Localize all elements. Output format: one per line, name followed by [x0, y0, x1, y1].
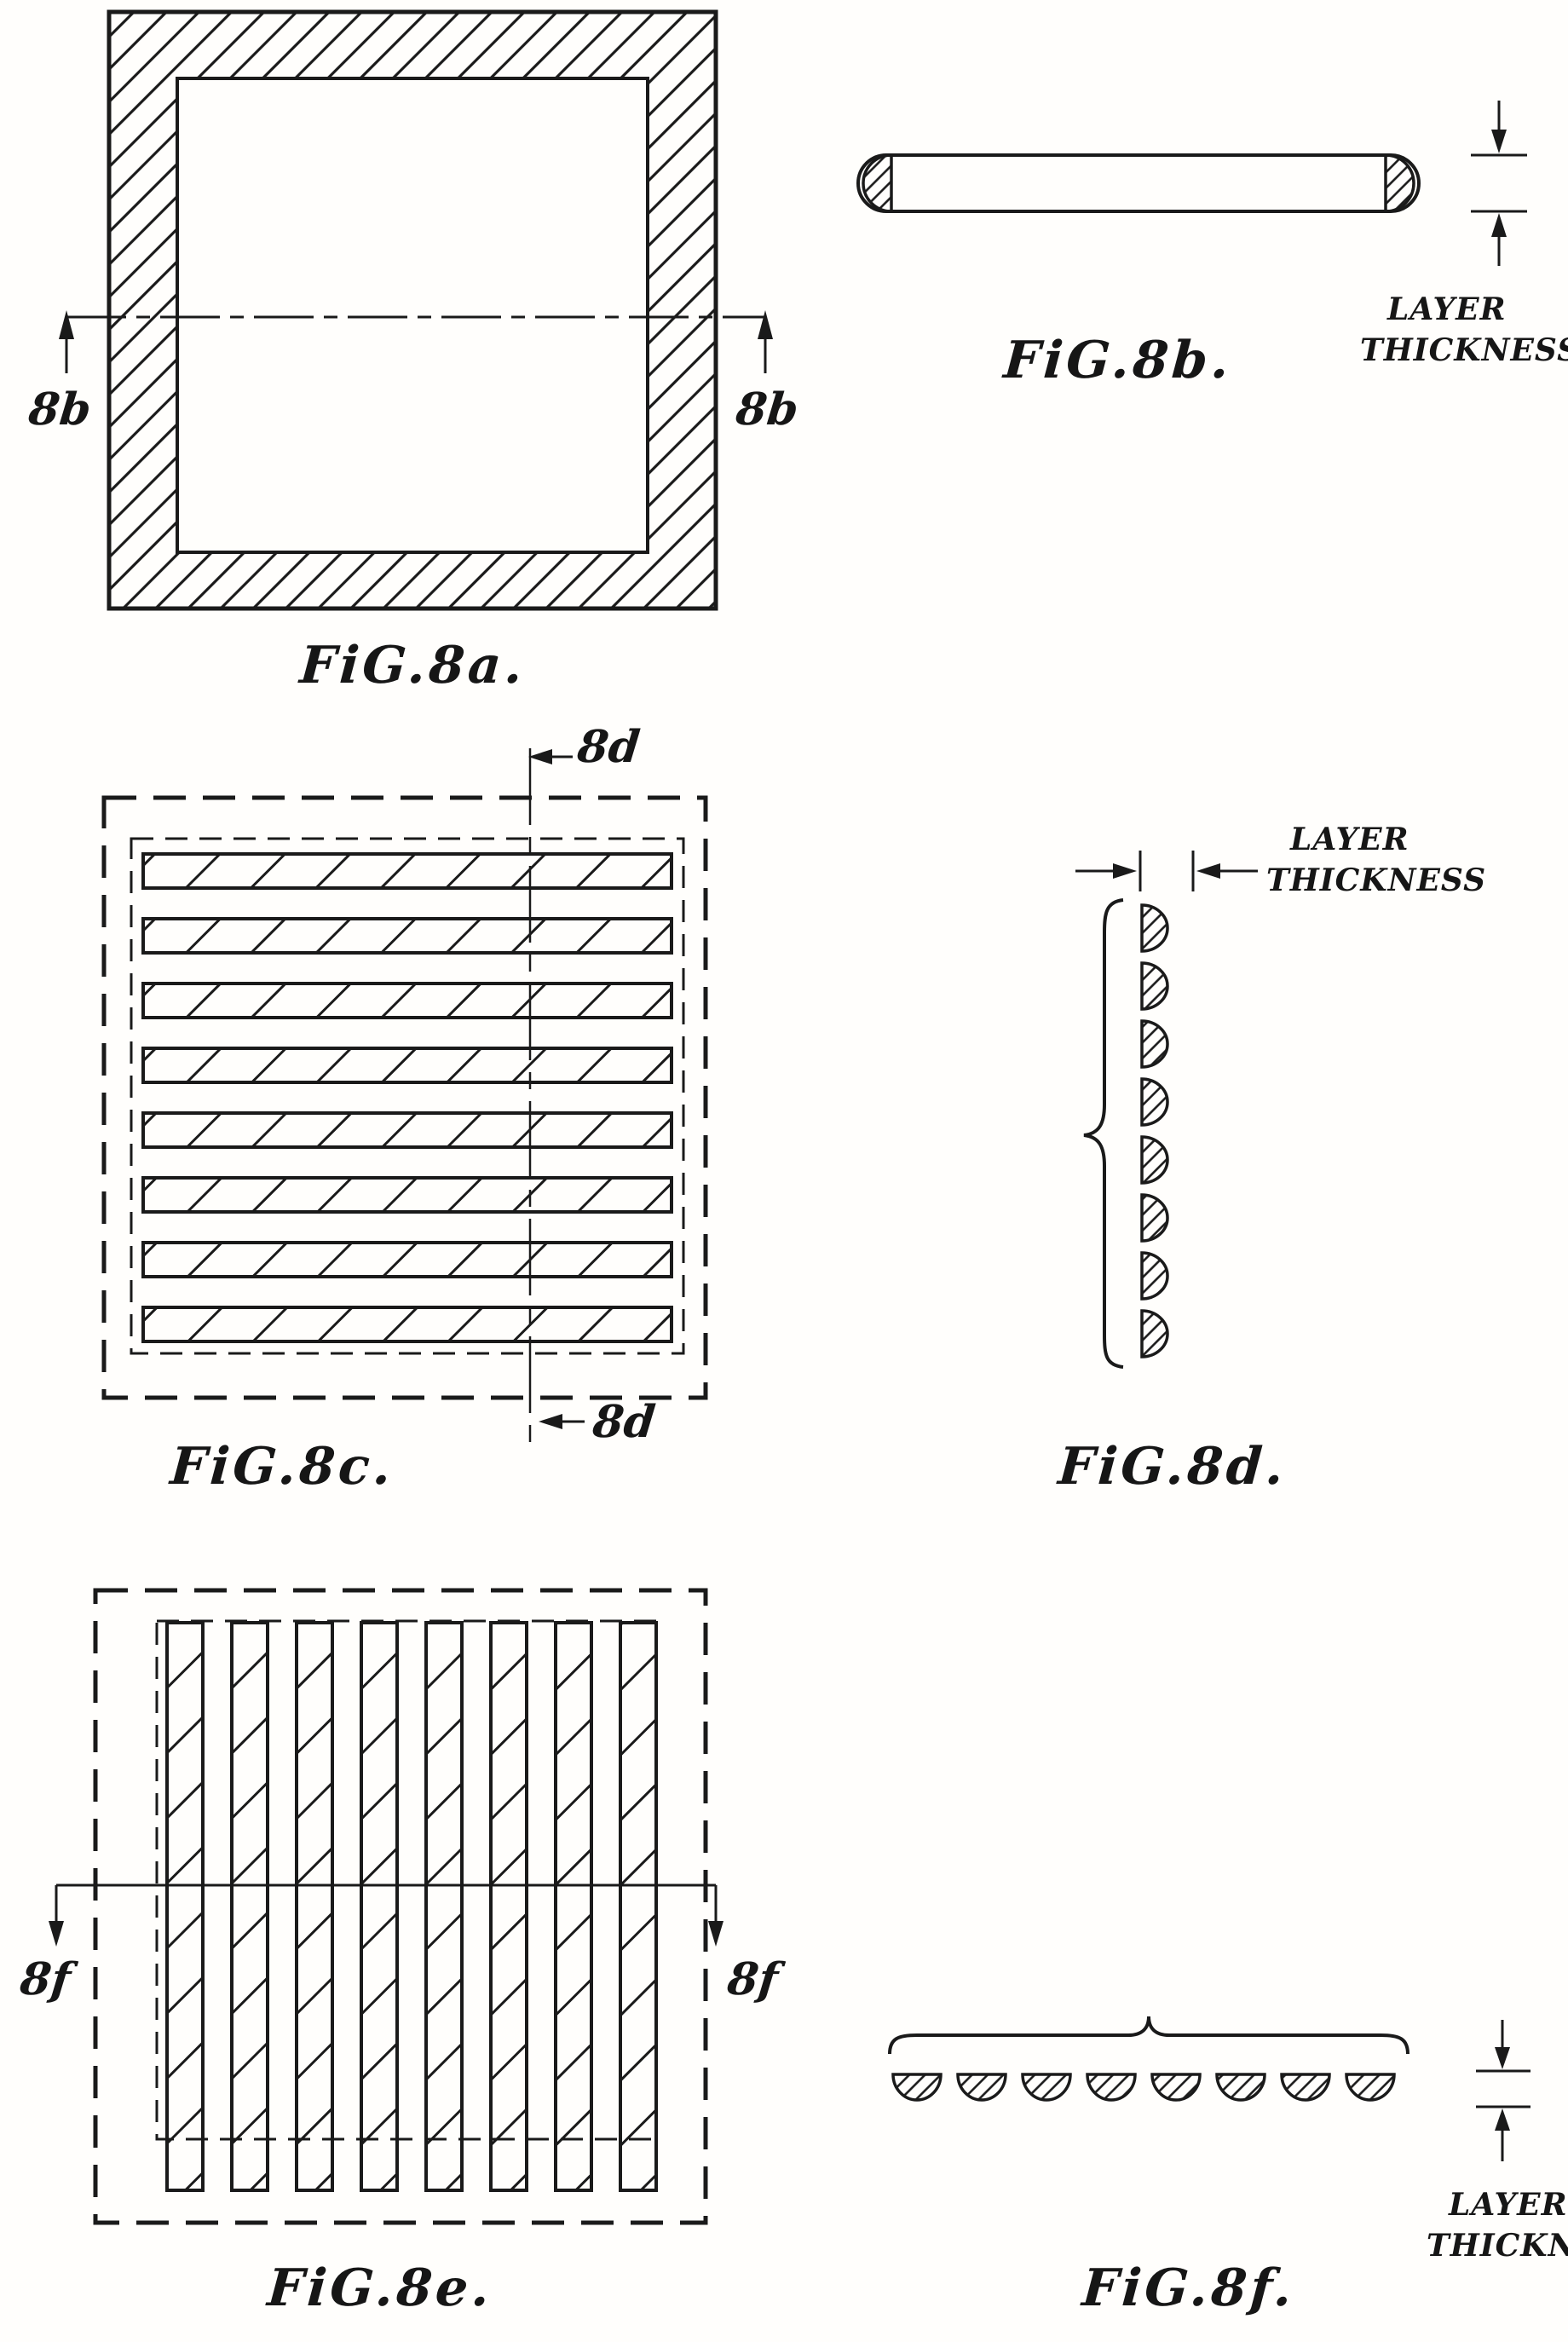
- fig8d-annotation-thickness: THICKNESS: [1266, 862, 1487, 898]
- layer-stripe: [141, 1176, 673, 1214]
- fig8c-section-label-top: 8d: [574, 721, 643, 773]
- fig8d-annotation-layer: LAYER: [1290, 822, 1409, 857]
- layer-stripe: [141, 1111, 673, 1149]
- fig8e-section-arrowhead-right: [708, 1921, 723, 1947]
- layer-bead: [1140, 1019, 1169, 1069]
- fig8c-outer-dashed-boundary: [101, 795, 708, 1400]
- layer-bead: [1021, 2073, 1072, 2102]
- fig8a-section-arrowhead-right: [758, 310, 773, 339]
- fig8c-section-arrowhead-top: [528, 749, 552, 764]
- fig8e-section-label-left: 8f: [17, 1953, 73, 2005]
- layer-bead: [891, 2073, 943, 2102]
- layer-bead: [1140, 903, 1169, 953]
- fig8b-hatched-end-left: [862, 153, 893, 213]
- layer-bead: [1140, 1193, 1169, 1243]
- layer-bead: [956, 2073, 1007, 2102]
- fig8d-dim-arrowhead-right: [1113, 863, 1137, 879]
- fig8c-drawing: [101, 748, 708, 1451]
- fig8d-dim-arrowhead-left: [1196, 863, 1220, 879]
- layer-bead: [1215, 2073, 1266, 2102]
- fig8b-dim-arrowhead-down: [1491, 130, 1507, 153]
- layer-bead: [1345, 2073, 1396, 2102]
- fig8f-row-brace: [888, 2016, 1409, 2055]
- fig8c-inner-dashed-boundary: [130, 837, 685, 1355]
- fig8a-frame-opening: [176, 77, 649, 554]
- fig8d-caption: FiG.8d.: [1056, 1437, 1289, 1497]
- fig8c-layer-stripes: [141, 852, 673, 1343]
- layer-stripe: [141, 982, 673, 1019]
- fig8b-annotation-thickness: THICKNESS: [1360, 332, 1568, 368]
- fig8c-caption: FiG.8c.: [168, 1437, 397, 1497]
- fig8b-drawing: [856, 101, 1527, 266]
- fig8c-section-label-bottom: 8d: [590, 1396, 658, 1448]
- fig8f-annotation-layer: LAYER: [1449, 2187, 1568, 2223]
- fig8a-drawing: [59, 9, 773, 611]
- fig8f-drawing: [888, 2016, 1531, 2161]
- fig8e-caption: FiG.8e.: [265, 2258, 495, 2318]
- layer-stripe: [360, 1621, 399, 2192]
- fig8e-section-label-right: 8f: [724, 1953, 781, 2005]
- fig8b-hatched-end-right: [1384, 153, 1415, 213]
- fig8a-caption: FiG.8a.: [297, 636, 528, 695]
- layer-bead: [1280, 2073, 1331, 2102]
- layer-stripe: [424, 1621, 464, 2192]
- fig8f-caption: FiG.8f.: [1080, 2258, 1298, 2318]
- fig8e-drawing: [49, 1588, 723, 2225]
- fig8d-layer-beads: [1140, 903, 1169, 1358]
- fig8f-layer-beads: [891, 2073, 1396, 2102]
- fig8e-outer-dashed-boundary: [93, 1588, 708, 2225]
- fig8b-layer-outline: [856, 153, 1421, 213]
- fig8a-section-arrowhead-left: [59, 310, 74, 339]
- fig8b-caption: FiG.8b.: [1001, 331, 1235, 390]
- layer-bead: [1140, 961, 1169, 1011]
- layer-bead: [1140, 1135, 1169, 1185]
- fig8f-annotation-thickness: THICKNESS: [1427, 2228, 1568, 2264]
- layer-bead: [1086, 2073, 1137, 2102]
- fig8b-dim-arrowhead-up: [1491, 213, 1507, 237]
- layer-bead: [1140, 1309, 1169, 1358]
- layer-bead: [1140, 1077, 1169, 1127]
- fig8a-section-label-right: 8b: [733, 384, 801, 436]
- fig8d-drawing: [1075, 851, 1258, 1369]
- layer-stripe: [141, 1241, 673, 1278]
- layer-stripe: [141, 1306, 673, 1343]
- layer-stripe: [554, 1621, 593, 2192]
- layer-stripe: [619, 1621, 658, 2192]
- layer-stripe: [295, 1621, 334, 2192]
- fig8e-layer-stripes: [165, 1621, 658, 2192]
- layer-stripe: [141, 1047, 673, 1084]
- layer-stripe: [489, 1621, 528, 2192]
- fig8f-dim-arrowhead-down: [1495, 2047, 1510, 2069]
- fig8b-annotation-layer: LAYER: [1387, 291, 1507, 327]
- layer-stripe: [230, 1621, 269, 2192]
- fig8e-inner-dashed-boundary: [155, 1619, 658, 2141]
- fig8c-section-arrowhead-bottom: [539, 1414, 562, 1429]
- fig8e-section-arrowhead-left: [49, 1921, 64, 1947]
- layer-bead: [1150, 2073, 1202, 2102]
- layer-stripe: [141, 852, 673, 890]
- fig8d-stack-brace: [1083, 898, 1124, 1369]
- layer-bead: [1140, 1251, 1169, 1301]
- layer-stripe: [141, 917, 673, 955]
- fig8a-section-label-left: 8b: [26, 384, 94, 436]
- fig8f-dim-arrowhead-up: [1495, 2108, 1510, 2131]
- layer-stripe: [165, 1621, 205, 2192]
